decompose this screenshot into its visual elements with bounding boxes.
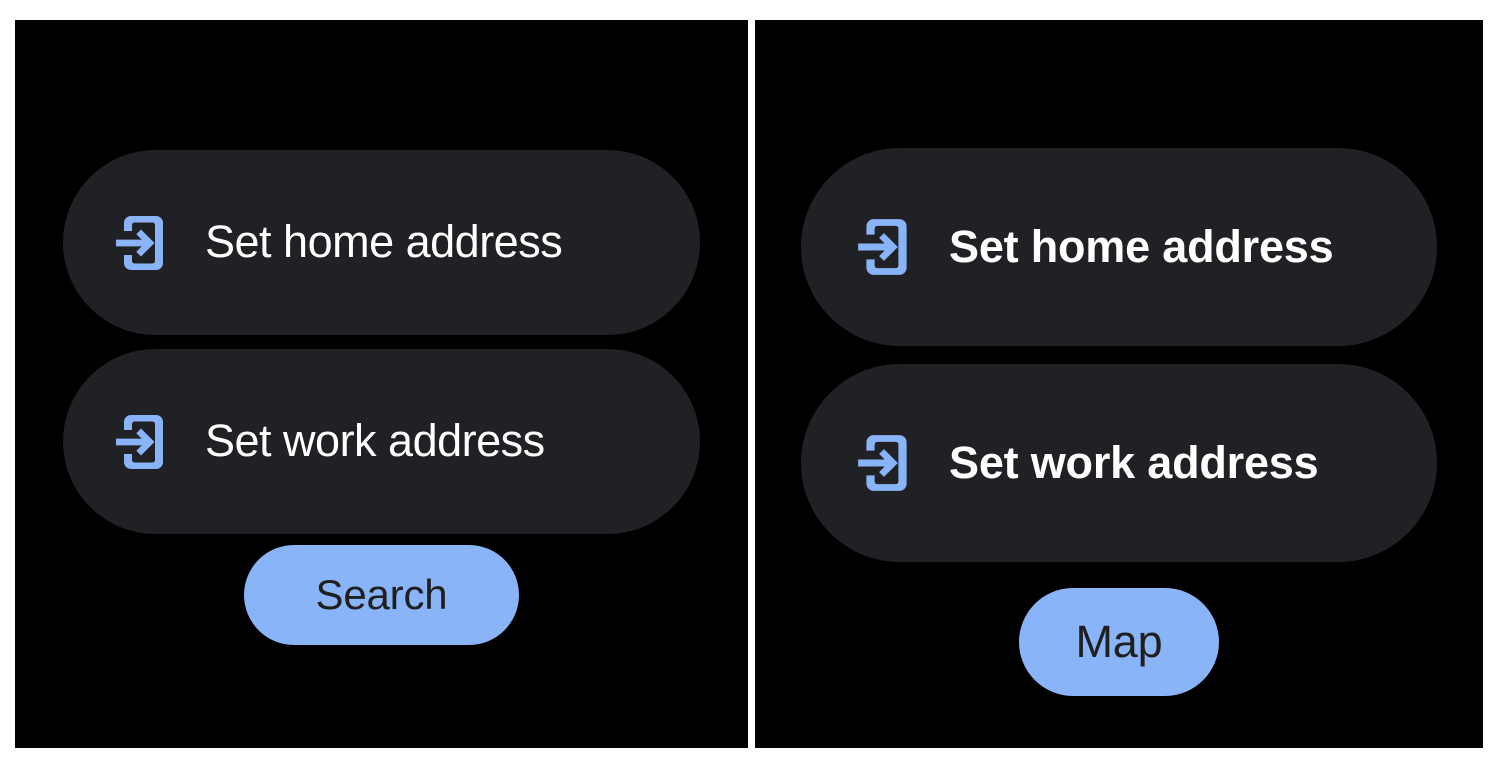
search-button[interactable]: Search xyxy=(244,545,519,645)
phone-arrow-in-icon xyxy=(853,214,919,280)
action-row-right: Map xyxy=(755,588,1483,696)
panel-divider xyxy=(748,0,755,761)
address-chip-list-left: Set home address Set work address xyxy=(15,150,748,548)
address-chip-list-right: Set home address Set work address xyxy=(755,148,1483,580)
set-work-address-chip[interactable]: Set work address xyxy=(801,364,1437,562)
action-row-left: Search xyxy=(15,545,748,645)
watch-screen-map-variant: Set home address Set work address Map xyxy=(755,20,1483,748)
chip-label: Set work address xyxy=(205,415,545,467)
map-button[interactable]: Map xyxy=(1019,588,1219,696)
chip-label: Set home address xyxy=(205,216,563,268)
set-home-address-chip[interactable]: Set home address xyxy=(801,148,1437,346)
chip-label: Set home address xyxy=(949,220,1334,272)
phone-arrow-in-icon xyxy=(853,430,919,496)
screen-content-right: Set home address Set work address Map xyxy=(755,20,1483,748)
phone-arrow-in-icon xyxy=(111,410,175,474)
set-home-address-chip[interactable]: Set home address xyxy=(63,150,700,335)
chip-label: Set work address xyxy=(949,436,1319,488)
set-work-address-chip[interactable]: Set work address xyxy=(63,349,700,534)
watch-screen-search-variant: Set home address Set work address Search xyxy=(15,20,748,748)
screen-content-left: Set home address Set work address Search xyxy=(15,20,748,748)
phone-arrow-in-icon xyxy=(111,211,175,275)
